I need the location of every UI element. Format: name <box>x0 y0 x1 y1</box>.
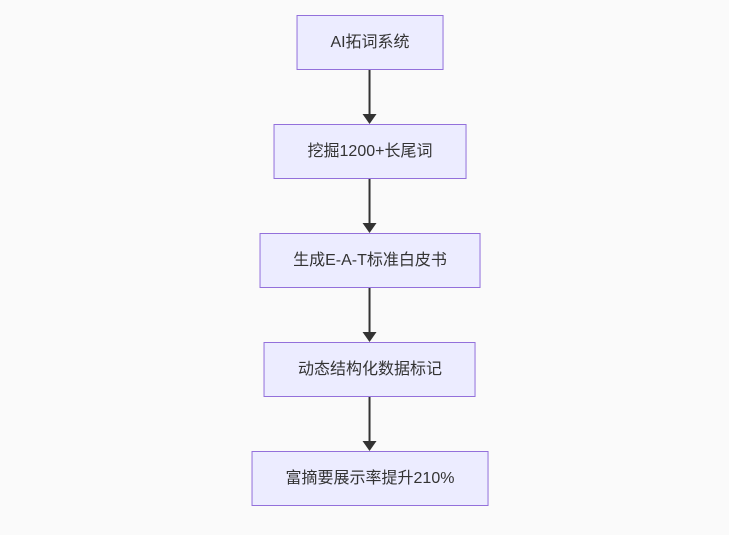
arrow-down-icon <box>363 179 377 233</box>
flow-node-dynamic-structured-data-markup: 动态结构化数据标记 <box>263 342 476 397</box>
arrow-line <box>369 179 371 223</box>
flow-node-label: 富摘要展示率提升210% <box>285 469 455 487</box>
flow-node-mine-longtail-keywords: 挖掘1200+长尾词 <box>273 124 467 179</box>
flow-node-generate-eat-whitepaper: 生成E-A-T标准白皮书 <box>259 233 481 288</box>
flow-node-label: 动态结构化数据标记 <box>297 360 442 378</box>
arrow-down-icon <box>363 397 377 451</box>
arrow-line <box>369 288 371 332</box>
arrow-head <box>363 332 377 342</box>
arrow-head <box>363 223 377 233</box>
arrow-head <box>363 114 377 124</box>
flowchart: AI拓词系统 挖掘1200+长尾词 生成E-A-T标准白皮书 动态结构化数据标记… <box>251 15 489 506</box>
arrow-down-icon <box>363 288 377 342</box>
flow-node-rich-snippet-rate-increase: 富摘要展示率提升210% <box>251 451 489 506</box>
flow-node-ai-word-expansion-system: AI拓词系统 <box>296 15 444 70</box>
flow-node-label: AI拓词系统 <box>330 33 410 51</box>
arrow-head <box>363 441 377 451</box>
flow-node-label: 生成E-A-T标准白皮书 <box>293 251 447 269</box>
arrow-line <box>369 70 371 114</box>
arrow-line <box>369 397 371 441</box>
arrow-down-icon <box>363 70 377 124</box>
flow-node-label: 挖掘1200+长尾词 <box>307 142 433 160</box>
